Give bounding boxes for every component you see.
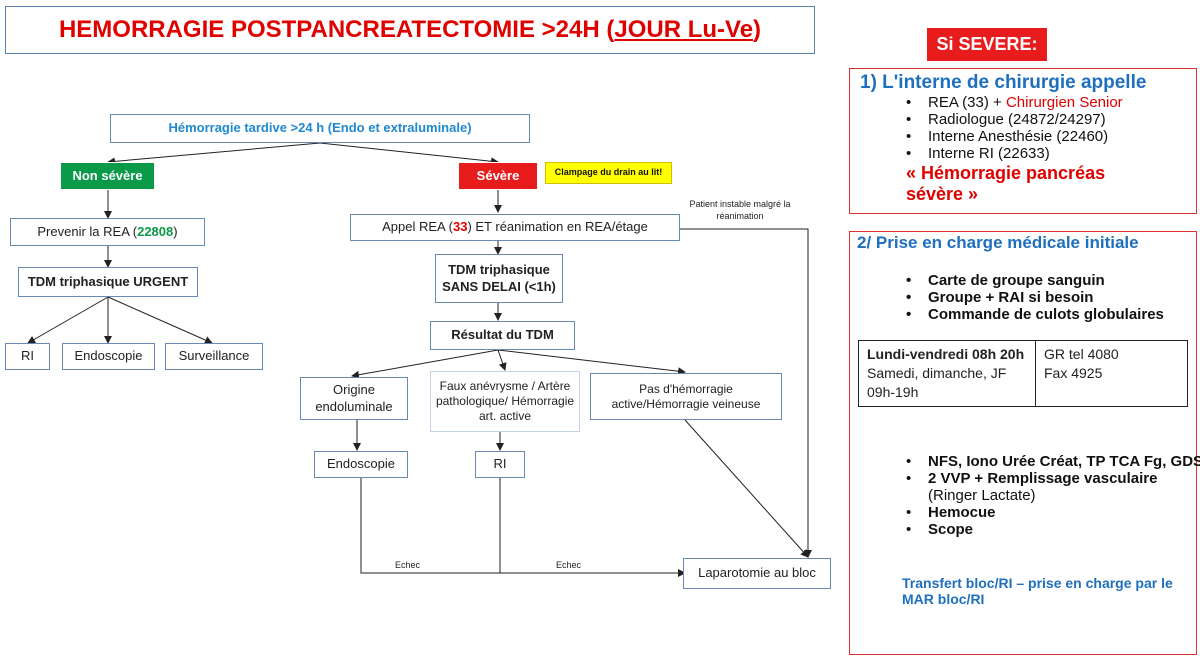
surveillance-label: Surveillance bbox=[178, 348, 250, 364]
care-item-2-normal: (Ringer Lactate) bbox=[928, 487, 1036, 504]
faux-label: Faux anévrysme / Artère pathologique/ Hé… bbox=[435, 379, 575, 423]
prevenir-number: 22808 bbox=[137, 223, 174, 239]
endoscopie-severe-box: Endoscopie bbox=[314, 451, 408, 478]
care-item-2-bold: NFS, Iono Urée Créat, TP TCA Fg, GDS lac… bbox=[928, 453, 1200, 470]
call-item: Radiologue (24872/24297) bbox=[906, 111, 1123, 128]
care-item-2-bold: Hemocue bbox=[928, 504, 996, 521]
non-severe-box: Non sévère bbox=[60, 162, 155, 190]
resultat-label: Résultat du TDM bbox=[451, 327, 554, 343]
call-item: REA (33) + Chirurgien Senior bbox=[906, 94, 1123, 111]
laparotomie-label: Laparotomie au bloc bbox=[698, 565, 816, 581]
care-item-text: Groupe + RAI si besoin bbox=[928, 289, 1094, 306]
tdm-urgent-box: TDM triphasique URGENT bbox=[18, 267, 198, 297]
root-label: Hémorragie tardive >24 h (Endo et extral… bbox=[168, 120, 472, 136]
call-item-text: Radiologue (24872/24297) bbox=[928, 111, 1106, 128]
gr-tel: GR tel 4080 bbox=[1044, 346, 1119, 362]
care-item: Carte de groupe sanguin bbox=[906, 272, 1200, 289]
care-item-2-bold: 2 VVP + Remplissage vasculaire bbox=[928, 470, 1158, 487]
call-item-text: Interne Anesthésie (22460) bbox=[928, 128, 1109, 145]
severe-box: Sévère bbox=[458, 162, 538, 190]
prevenir-suffix: ) bbox=[173, 223, 178, 239]
call-item-red: Chirurgien Senior bbox=[1005, 94, 1123, 111]
care-item-2: Scope bbox=[906, 521, 1200, 538]
title-main: HEMORRAGIE POSTPANCREATECTOMIE >24H ( bbox=[58, 16, 615, 43]
care-item-2-bold: Scope bbox=[928, 521, 974, 538]
endoscopie-label: Endoscopie bbox=[74, 348, 143, 364]
care-list-2: NFS, Iono Urée Créat, TP TCA Fg, GDS lac… bbox=[850, 453, 1200, 538]
care-item-2: 2 VVP + Remplissage vasculaire(Ringer La… bbox=[906, 470, 1200, 504]
flowchart-connectors bbox=[27, 142, 812, 577]
echec-text-1: Echec bbox=[395, 560, 421, 570]
call-item: Interne RI (22633) bbox=[906, 145, 1123, 162]
patient-instable-note: Patient instable malgré la réanimation bbox=[680, 199, 800, 222]
patient-note-label: Patient instable malgré la réanimation bbox=[689, 199, 791, 221]
tdm-urgent-label: TDM triphasique URGENT bbox=[27, 273, 189, 289]
tdm-sans-delai-line2: SANS DELAI (<1h) bbox=[442, 278, 556, 294]
care-item-2: NFS, Iono Urée Créat, TP TCA Fg, GDS lac… bbox=[906, 453, 1200, 470]
tdm-sans-delai-box: TDM triphasique SANS DELAI (<1h) bbox=[435, 254, 563, 303]
gr-contact-cell: GR tel 4080 Fax 4925 bbox=[1035, 340, 1188, 407]
title-end: ) bbox=[753, 16, 762, 43]
severe-call-list: REA (33) + Chirurgien Senior Radiologue … bbox=[850, 94, 1123, 162]
call-item: Interne Anesthésie (22460) bbox=[906, 128, 1123, 145]
non-severe-label: Non sévère bbox=[72, 167, 143, 183]
appel-suffix: ) ET réanimation en REA/étage bbox=[467, 219, 648, 235]
echec-text-2: Echec bbox=[556, 560, 582, 570]
severe-banner: Si SEVERE: bbox=[927, 28, 1047, 61]
prevenir-rea-box: Prevenir la REA (22808) bbox=[10, 218, 205, 246]
call-item-text: Interne RI (22633) bbox=[928, 145, 1050, 162]
gr-hours-cell: Lundi-vendredi 08h 20h Samedi, dimanche,… bbox=[858, 340, 1036, 407]
care-item-red: Commande de culots globulaires bbox=[906, 306, 1200, 323]
endoscopie-box: Endoscopie bbox=[62, 343, 155, 370]
laparotomie-box: Laparotomie au bloc bbox=[683, 558, 831, 589]
endoscopie2-label: Endoscopie bbox=[327, 456, 395, 472]
pas-label: Pas d'hémorragie active/Hémorragie veine… bbox=[611, 381, 761, 411]
care-item-red-text: Commande de culots globulaires bbox=[928, 306, 1164, 323]
care-item-text: Carte de groupe sanguin bbox=[928, 272, 1105, 289]
title-underlined: JOUR Lu-Ve bbox=[614, 16, 754, 43]
call-item-text: REA (33) + bbox=[928, 94, 1006, 111]
care-list-1: Carte de groupe sanguin Groupe + RAI si … bbox=[850, 272, 1200, 323]
faux-anevrysme-box: Faux anévrysme / Artère pathologique/ Hé… bbox=[430, 371, 580, 432]
root-box: Hémorragie tardive >24 h (Endo et extral… bbox=[110, 114, 530, 143]
gr-fax: Fax 4925 bbox=[1044, 365, 1103, 381]
tdm-sans-delai-line1: TDM triphasique bbox=[448, 262, 550, 278]
gr-contact-table: Lundi-vendredi 08h 20h Samedi, dimanche,… bbox=[858, 340, 1188, 407]
surveillance-box: Surveillance bbox=[165, 343, 263, 370]
clampage-note: Clampage du drain au lit! bbox=[545, 162, 672, 184]
severe-call-panel: 1) L'interne de chirurgie appelle REA (3… bbox=[849, 68, 1197, 214]
origine-label: Origine endoluminale bbox=[315, 382, 393, 414]
gr-weekend-hours: Samedi, dimanche, JF 09h-19h bbox=[867, 365, 1007, 400]
gr-weekday-hours: Lundi-vendredi 08h 20h bbox=[867, 346, 1025, 362]
alert-text: « Hémorragie pancréas sévère » bbox=[906, 163, 1106, 204]
care-item: Groupe + RAI si besoin bbox=[906, 289, 1200, 306]
page-title: HEMORRAGIE POSTPANCREATECTOMIE >24H (JOU… bbox=[5, 6, 815, 54]
appel-prefix: Appel REA ( bbox=[382, 219, 453, 235]
ri-severe-box: RI bbox=[475, 451, 525, 478]
care-item-2: Hemocue bbox=[906, 504, 1200, 521]
severe-call-heading: 1) L'interne de chirurgie appelle bbox=[860, 72, 1147, 93]
echec-label-1: Echec bbox=[395, 560, 420, 570]
care-panel: 2/ Prise en charge médicale initiale Car… bbox=[849, 231, 1200, 655]
care-heading: 2/ Prise en charge médicale initiale bbox=[857, 233, 1139, 252]
ri2-label: RI bbox=[493, 456, 507, 472]
severe-banner-label: Si SEVERE: bbox=[936, 34, 1038, 54]
echec-label-2: Echec bbox=[556, 560, 581, 570]
ri-box: RI bbox=[5, 343, 50, 370]
clampage-label: Clampage du drain au lit! bbox=[554, 167, 663, 178]
appel-number: 33 bbox=[452, 219, 468, 235]
ri-label: RI bbox=[21, 348, 34, 364]
severe-label: Sévère bbox=[476, 167, 520, 183]
resultat-tdm-box: Résultat du TDM bbox=[430, 321, 575, 350]
prevenir-prefix: Prevenir la REA ( bbox=[37, 223, 138, 239]
appel-rea-box: Appel REA (33) ET réanimation en REA/éta… bbox=[350, 214, 680, 241]
origine-box: Origine endoluminale bbox=[300, 377, 408, 420]
pas-hemorragie-box: Pas d'hémorragie active/Hémorragie veine… bbox=[590, 373, 782, 420]
transfert-text: Transfert bloc/RI – prise en charge par … bbox=[902, 575, 1173, 607]
